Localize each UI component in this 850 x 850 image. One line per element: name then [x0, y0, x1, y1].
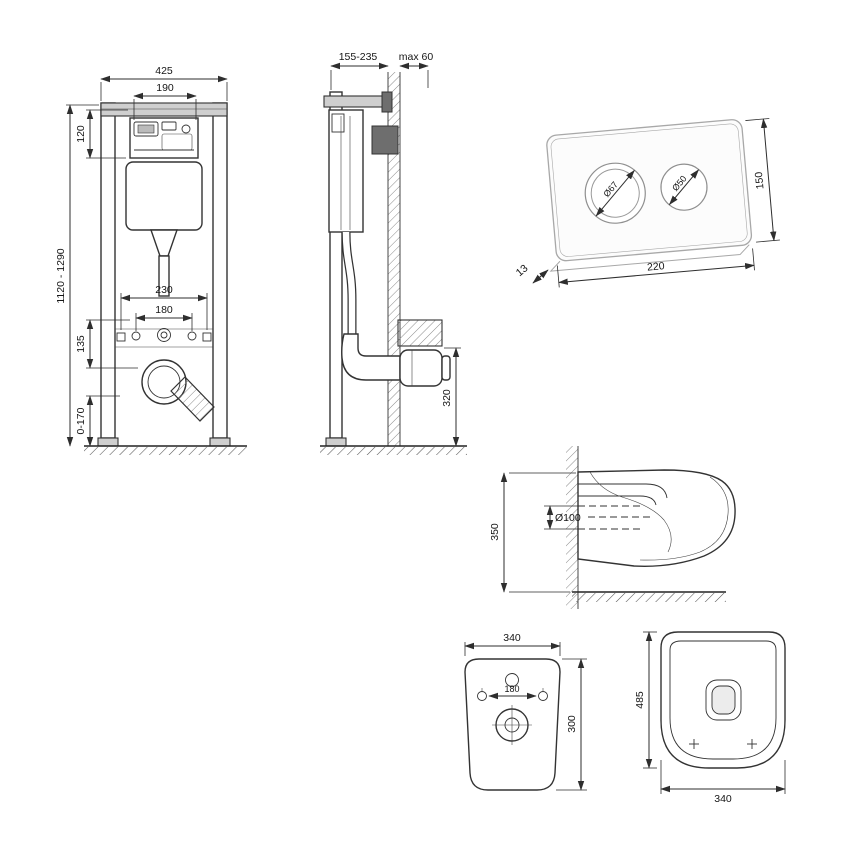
- frame-front-view: 425 190 120 1120 - 1290 230: [55, 65, 247, 455]
- foot-adjust-label: 0-170: [75, 407, 87, 434]
- mid-height-label: 135: [75, 335, 87, 353]
- dim-seat-depth: 485: [634, 631, 657, 769]
- seat-inner-outline: [669, 640, 777, 760]
- top-height-label: 120: [75, 125, 87, 143]
- fixing-spacing-label: 230: [155, 284, 173, 296]
- flush-plate-view: Ø67 Ø50 150 220 13: [514, 118, 780, 288]
- frame-height-label: 1120 - 1290: [55, 248, 67, 303]
- outlet-trap: [341, 319, 451, 387]
- rear-bolt-spacing-label: 180: [504, 684, 519, 694]
- depth-range-label: 155-235: [339, 51, 378, 63]
- bowl-rear-view: 340 180 300: [464, 632, 587, 791]
- ground-line-front: [84, 445, 247, 455]
- dim-bowl-height: 350: [489, 472, 576, 593]
- cistern-tank: [125, 161, 203, 231]
- rear-bolt-holes: [477, 688, 548, 701]
- wall-bracket-top: [323, 91, 393, 113]
- outlet-height-label: 320: [441, 389, 453, 407]
- flush-pipe-side: [341, 231, 357, 338]
- bolt-hole-left: [131, 331, 141, 341]
- wall-fixing-block: [371, 125, 399, 155]
- rear-height-label: 300: [566, 715, 578, 733]
- dim-foot-adjust: 0-170: [75, 395, 120, 447]
- bolt-spacing-label: 180: [155, 304, 173, 316]
- dim-bolt-spacing: 180: [135, 304, 193, 331]
- water-inlet-hole: [505, 673, 519, 687]
- drain-elbow-pipe: [170, 376, 215, 422]
- bolt-hole-right: [187, 331, 197, 341]
- cistern-side: [328, 109, 364, 233]
- rear-width-label: 340: [503, 632, 521, 644]
- dim-cistern-width: 190: [133, 82, 197, 120]
- frame-foot-right: [209, 437, 231, 447]
- flush-plate-body: [546, 119, 753, 262]
- outlet-sleeve: [397, 319, 443, 347]
- frame-foot-side: [325, 437, 347, 447]
- bowl-profile: [577, 469, 736, 567]
- dim-frame-width: 425: [100, 65, 228, 101]
- hinge-marks: [689, 739, 757, 749]
- dim-top-height: 120: [75, 109, 128, 159]
- dim-mid-height: 135: [75, 319, 138, 369]
- dim-wall-max: max 60: [399, 51, 434, 88]
- cistern-width-label: 190: [156, 82, 174, 94]
- frame-foot-left: [97, 437, 119, 447]
- cistern-control-panel: [129, 117, 199, 159]
- dim-rear-bolt-spacing: 180: [488, 684, 537, 700]
- plate-thickness-label: 13: [514, 262, 531, 279]
- dim-plate-width: 220: [556, 248, 755, 288]
- dim-fixing-spacing: 230: [120, 284, 208, 330]
- dim-frame-height-range: 1120 - 1290: [55, 104, 99, 447]
- bowl-top-view: 485 340: [634, 631, 786, 805]
- bowl-outlet-label: Ø100: [555, 512, 581, 524]
- bowl-inner-lines: [578, 471, 729, 561]
- wall-max-label: max 60: [399, 51, 434, 63]
- dim-plate-height: 150: [745, 118, 780, 243]
- dim-seat-width: 340: [660, 760, 786, 805]
- bowl-side-view: Ø100 350: [489, 446, 736, 609]
- drain-socket: [141, 359, 215, 422]
- ground-line-side: [320, 445, 467, 455]
- frame-top-crossbar: [100, 102, 228, 117]
- wall-section: [387, 72, 401, 446]
- frame-side-view: 155-235 max 60 320: [320, 51, 467, 455]
- flush-opening: [705, 679, 742, 721]
- fixing-crossbar: [115, 328, 213, 348]
- plate-height-label: 150: [753, 171, 766, 190]
- frame-width-label: 425: [155, 65, 173, 77]
- dim-rear-width: 340: [464, 632, 561, 656]
- wall-section-bowl: [566, 446, 579, 609]
- dim-rear-height: 300: [556, 658, 587, 791]
- rear-drain: [492, 705, 532, 745]
- bowl-height-label: 350: [489, 523, 501, 541]
- dim-bowl-outlet: Ø100: [544, 505, 581, 530]
- dim-outlet-height: 320: [441, 347, 461, 447]
- outlet-muff: [399, 349, 443, 387]
- plate-width-label: 220: [647, 260, 666, 273]
- dim-plate-thickness: 13: [514, 262, 549, 284]
- ground-line-bowl: [572, 591, 726, 602]
- seat-depth-label: 485: [634, 691, 646, 709]
- seat-width-label: 340: [714, 793, 732, 805]
- dim-depth-range: 155-235: [330, 51, 389, 90]
